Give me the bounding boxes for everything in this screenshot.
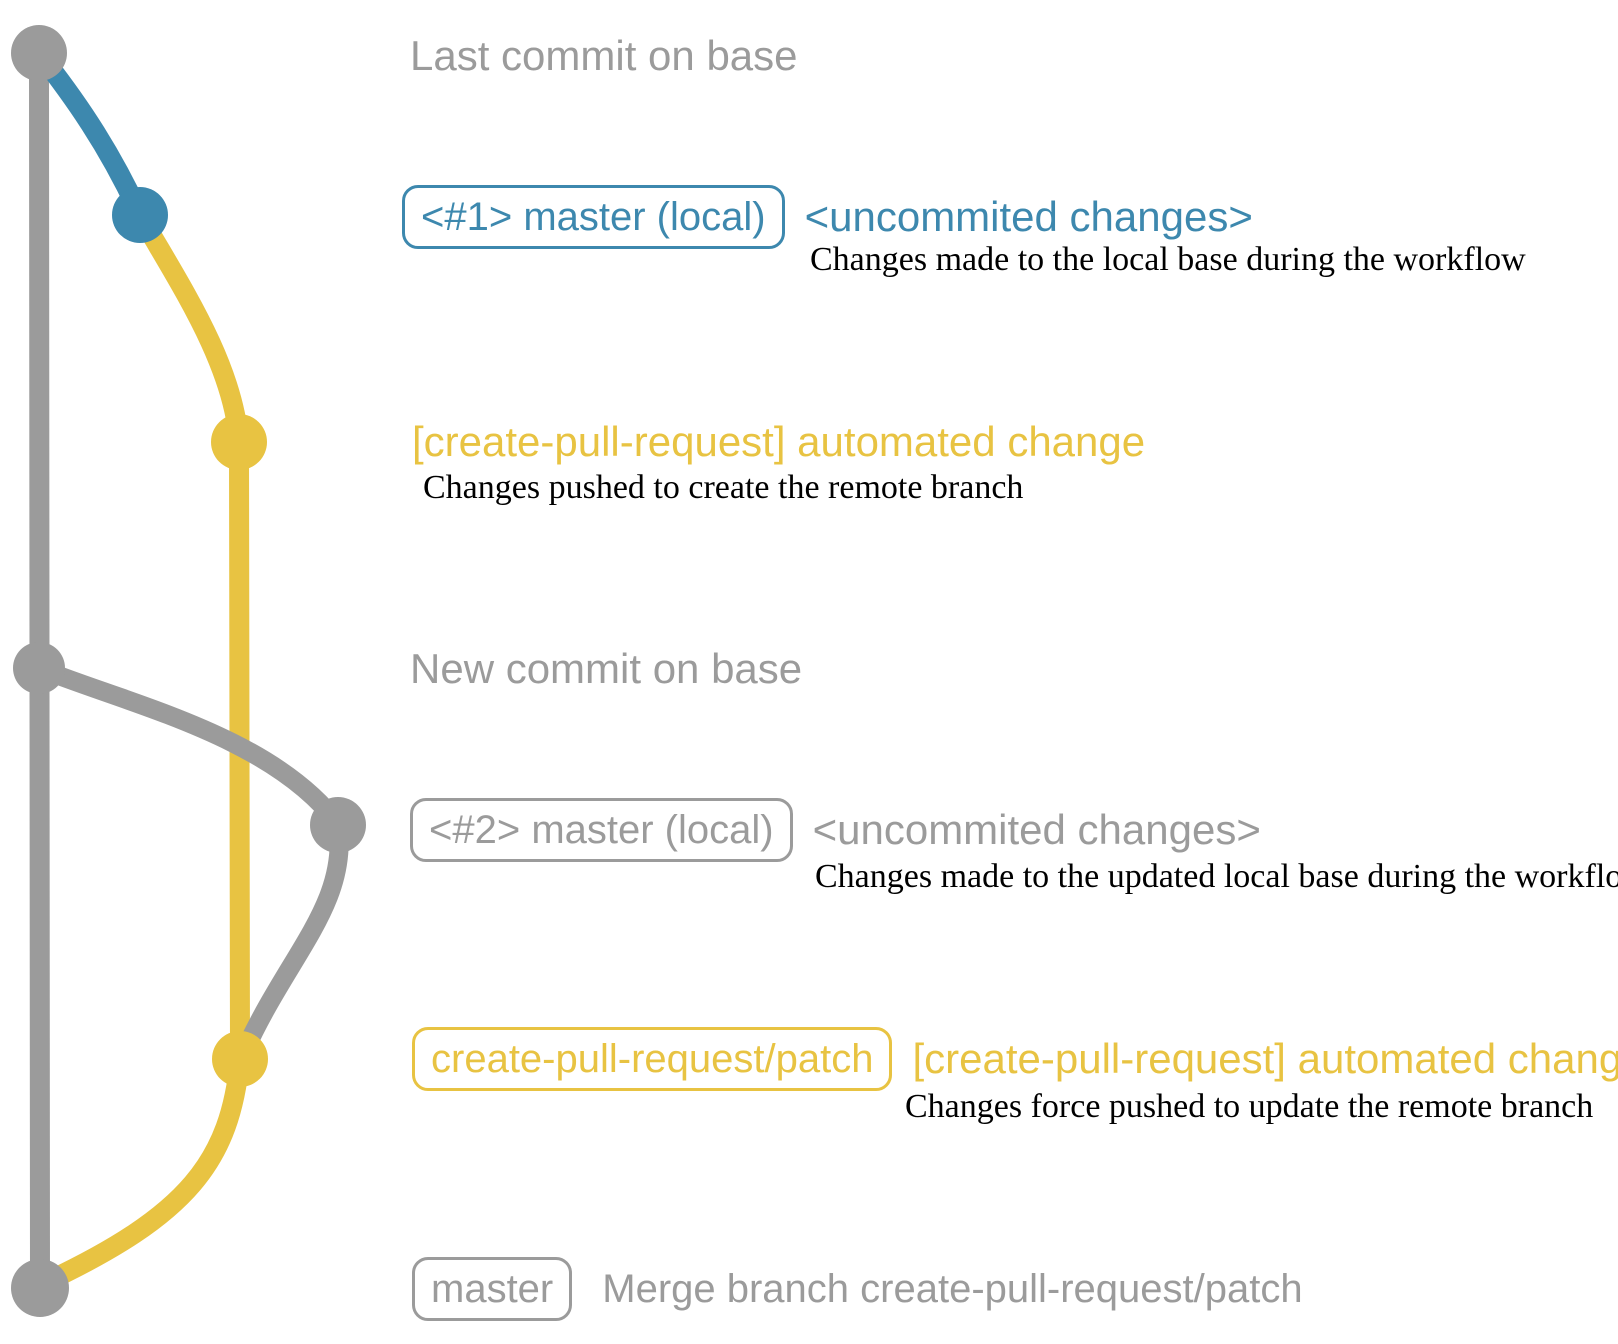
uncommitted-changes-note-2: <uncommited changes> <box>812 806 1261 853</box>
commit-dot-local-1 <box>112 187 168 243</box>
commit-dot-automated-2 <box>212 1031 268 1087</box>
merge-row: master Merge branch create-pull-request/… <box>412 1257 1303 1321</box>
commit-dot-automated-1 <box>211 414 267 470</box>
commit-dot-new-base <box>13 642 65 694</box>
local-1-row: <#1> master (local) <uncommited changes> <box>402 185 1253 249</box>
commit-dot-last-base <box>11 25 67 81</box>
local-2-description: Changes made to the updated local base d… <box>815 858 1618 895</box>
branch-badge-master: master <box>412 1257 573 1321</box>
last-commit-label: Last commit on base <box>410 32 798 79</box>
branch-badge-master-local-1: <#1> master (local) <box>402 185 785 249</box>
local-2-row: <#2> master (local) <uncommited changes> <box>410 798 1261 862</box>
local-branch-2-curve <box>29 658 349 1067</box>
commit-dot-local-2 <box>310 797 366 853</box>
new-commit-label: New commit on base <box>410 645 803 692</box>
branch-badge-patch: create-pull-request/patch <box>412 1027 893 1091</box>
commit-dot-merge <box>11 1259 69 1317</box>
branch-badge-master-local-2: <#2> master (local) <box>410 798 793 862</box>
local-branch-1-curve <box>29 43 150 225</box>
patch-branch-curve <box>32 205 251 1294</box>
local-1-description: Changes made to the local base during th… <box>810 241 1526 278</box>
automated-change-note-2: [create-pull-request] automated change <box>912 1035 1618 1082</box>
uncommitted-changes-note-1: <uncommited changes> <box>804 193 1253 240</box>
automated-2-description: Changes force pushed to update the remot… <box>905 1088 1594 1125</box>
patch-branch-row: create-pull-request/patch [create-pull-r… <box>412 1027 1618 1091</box>
merge-message-label: Merge branch create-pull-request/patch <box>602 1267 1303 1311</box>
automated-1-description: Changes pushed to create the remote bran… <box>423 469 1024 506</box>
automated-change-note-1: [create-pull-request] automated change <box>412 418 1146 465</box>
